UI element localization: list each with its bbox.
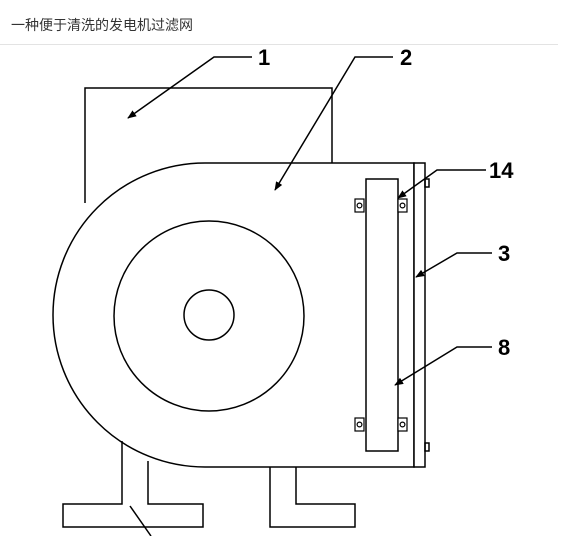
right-support-foot [269, 467, 356, 528]
leader-line-1 [127, 56, 252, 119]
bolt-top-left [356, 202, 363, 209]
callout-14: 14 [489, 158, 514, 183]
fastener-brackets [354, 198, 408, 432]
callout-2: 2 [400, 45, 412, 70]
impeller-outer-circle [113, 220, 305, 412]
leader-line-bottom [129, 505, 152, 536]
title-bar: 一种便于清洗的发电机过滤网 [0, 0, 558, 45]
leader-line-8 [394, 346, 492, 386]
plate-tab-bottom [424, 442, 430, 452]
bolt-bottom-left [356, 421, 363, 428]
leader-line-2 [274, 56, 393, 191]
motor-shaft-circle [183, 289, 235, 341]
upper-housing [84, 87, 333, 203]
leader-line-14 [397, 169, 486, 199]
bracket-bottom-right [397, 417, 408, 432]
callout-3: 3 [498, 241, 510, 266]
bracket-bottom-left [354, 417, 365, 432]
bracket-top-left [354, 198, 365, 213]
callout-1: 1 [258, 45, 270, 70]
left-support-foot [62, 441, 204, 528]
bolt-top-right [399, 202, 406, 209]
plate-tab-top [424, 178, 430, 188]
filter-mesh-panel [365, 178, 399, 452]
bracket-top-right [397, 198, 408, 213]
filter-frame-plate [413, 162, 426, 468]
callout-8: 8 [498, 335, 510, 360]
leader-line-3 [415, 252, 492, 278]
page-title: 一种便于清洗的发电机过滤网 [11, 18, 193, 34]
bolt-bottom-right [399, 421, 406, 428]
